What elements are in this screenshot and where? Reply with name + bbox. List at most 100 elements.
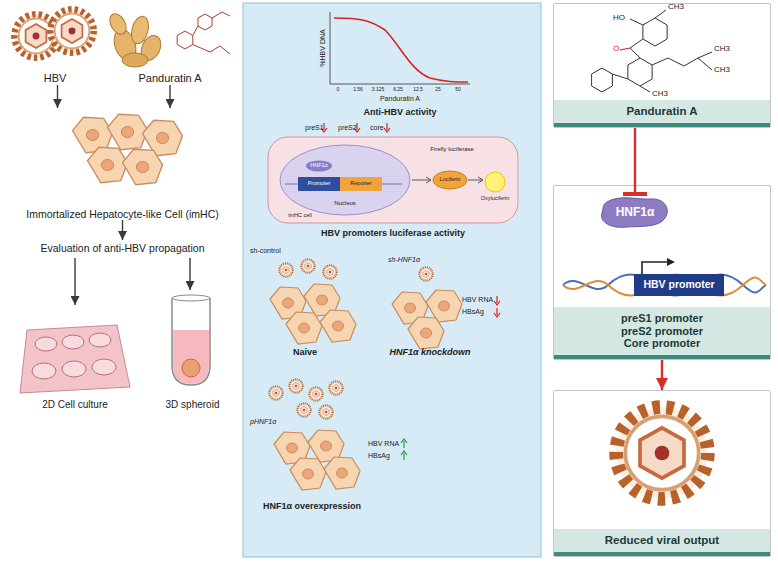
hepatocyte [324,457,360,489]
hbv-particle [50,9,93,52]
node-text: 3D spheroid [145,399,240,411]
annotation-text: HBsAg [462,308,484,315]
plate-well [92,359,116,375]
annotation-text: HNF1α [310,163,328,169]
hepatocyte [88,147,128,183]
structure-bond [193,45,230,55]
annotation-text: preS2 [338,124,357,131]
hbv-particle [319,405,332,418]
promoter-box: HBV promoter [634,274,724,296]
text-holder: Evaluation of anti-HBV propagation [10,240,235,258]
carbonyl-bond [620,48,630,50]
increase-arrow [401,439,407,448]
annotation-text: HBV promoters luciferase activity [321,229,465,238]
annotation-text: Naive [293,348,317,357]
annotation-text: CH3 [714,45,730,53]
annotation-text: Anti-HBV activity [363,108,436,117]
text-holder: HNF1α [599,196,671,230]
annotation-text: imHC cell [288,213,312,219]
connector-arrow [189,258,190,290]
plate-well [89,333,111,347]
structure-bond [612,74,628,79]
illustration-node: 3D spheroid [145,290,240,410]
rhizome-lobe [106,11,129,37]
plate-well [35,337,57,351]
result-panel [243,3,541,557]
luciferase-protein [433,171,467,189]
expression-arrow [412,177,431,183]
annotation-text: 3.125 [372,87,385,92]
connector-arrow [74,258,75,305]
hnf1a-protein [306,161,332,172]
dna-strand [563,275,766,296]
hbv-particle [329,381,342,394]
plate-well [62,335,84,349]
connector-arrow [661,360,663,390]
tube-rim [172,295,210,301]
decrease-arrow [494,296,500,305]
connector-arrow [57,85,58,108]
reporter-element [340,177,382,191]
hbv-particle [301,259,314,272]
annotation-text: CH3 [652,90,668,98]
annotation-text: Panduratin A [380,95,420,102]
hbv-particle [269,386,282,399]
annotation-text: Oxyluciferin [481,196,510,202]
annotation-text: Firefly luciferase [430,146,474,152]
annotation-text: CH3 [668,3,684,11]
annotation-text: CH3 [714,66,730,74]
transcription-arrowhead [667,258,675,266]
panel-box: Panduratin A [553,3,771,128]
node-text: HNF1α [616,206,655,219]
hbv-particle [419,267,432,280]
illustration-node: 2D Cell culture [15,305,135,410]
node-text: Immortalized Hepatocyte-like Cell (imHC) [10,208,235,220]
annotation-text: Promoter [308,181,331,187]
structure-ring [198,14,212,30]
hbv-particle [279,263,292,276]
well-tube [172,298,210,385]
node-text: Panduratin A [558,105,766,118]
plate-well [62,361,86,377]
node-text: Reduced viral output [558,534,766,547]
structure-bond [655,10,666,18]
annotation-text: HBV RNA [462,296,493,303]
spheroid [182,359,200,377]
annotation-text: HNF1α knockdown [389,348,470,357]
connector-arrow [169,85,170,108]
caption-holder: HBV [5,72,105,85]
structure-bond [652,52,712,66]
annotation-text: HO [613,14,625,22]
annotation-text: 25 [435,87,441,92]
annotation-text: sh-HNF1α [388,256,420,263]
panel-box: Reduced viral output [553,390,771,557]
annotation-text: 50 [455,87,461,92]
reaction-arrow [468,177,483,183]
increase-arrow [401,451,407,460]
text-holder: HBV promoter [634,274,724,296]
caption-band: preS1 promoter preS2 promoter Core promo… [554,307,770,359]
culture-medium [173,330,209,384]
illustration-node: Panduratin A [105,3,235,85]
hbv-particle [289,379,302,392]
decrease-arrow [384,123,390,132]
annotation-text: HNF1α overexpression [263,502,361,511]
structure-bond [212,12,230,18]
caption-holder: 3D spheroid [145,399,240,411]
connector-arrow [634,128,636,196]
annotation-text: Nucleus [334,200,356,206]
annotation-text: HBV RNA [368,440,399,447]
structure-ring [177,31,193,49]
blob-shape [602,198,668,228]
caption-band: Panduratin A [554,100,770,127]
annotation-text: preS1 [305,124,324,131]
chart-axis [330,84,470,85]
annotation-text: Luciferin [440,177,461,183]
hbv-particle [309,387,322,400]
annotation-text: sh-control [250,247,281,254]
node-text: preS1 promoter preS2 promoter Core promo… [612,312,712,350]
structure-bond [193,26,198,36]
annotation-text: 1.56 [353,87,363,92]
hbv-particle [616,407,708,499]
